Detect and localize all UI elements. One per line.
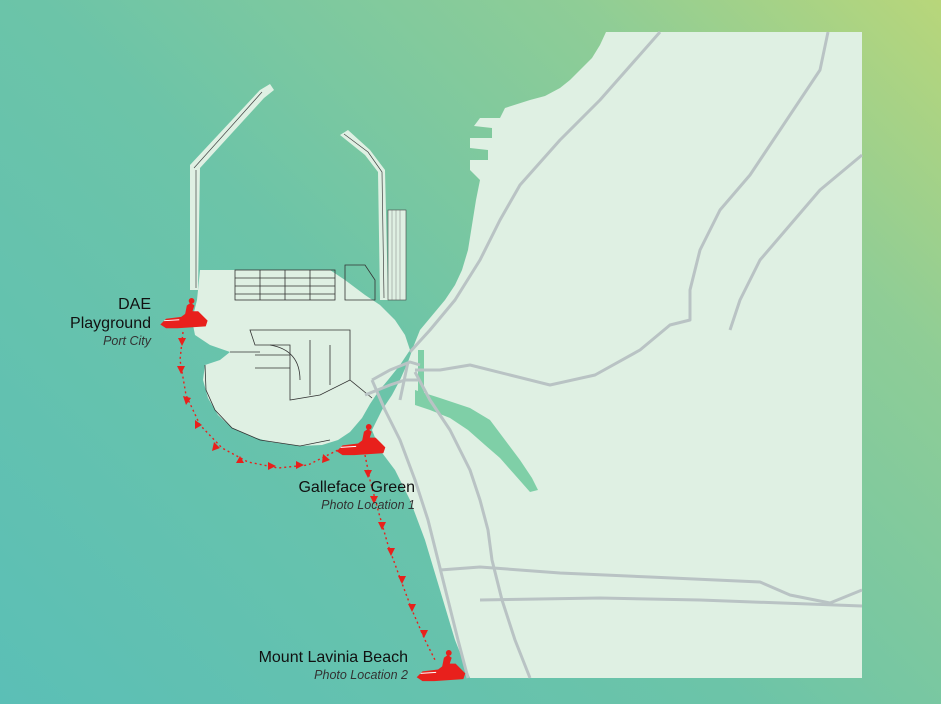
- location-name: DAE: [118, 296, 151, 313]
- route-arrow-icon: [387, 548, 395, 556]
- roads: [364, 31, 863, 679]
- location-name: Galleface Green: [298, 479, 415, 496]
- route-arrow-icon: [236, 456, 244, 463]
- route-arrow-icon: [178, 338, 186, 346]
- route-arrow-icon: [364, 470, 372, 478]
- route-arrows: [177, 338, 428, 638]
- location-subtitle: Photo Location 2: [314, 668, 408, 682]
- pier-inner: [340, 130, 388, 300]
- route-arrow-icon: [195, 420, 202, 429]
- route-arrow-icon: [408, 604, 416, 612]
- land-mainland: [372, 32, 862, 678]
- route-arrow-icon: [398, 576, 406, 584]
- location-label-mount-lavinia: Mount Lavinia Beach Photo Location 2: [168, 648, 408, 683]
- route-arrow-icon: [420, 630, 428, 638]
- container-terminal: [387, 209, 407, 301]
- jet-ski-icon[interactable]: [416, 650, 466, 682]
- route-arrow-icon: [370, 496, 378, 504]
- location-subtitle: Photo Location 1: [321, 498, 415, 512]
- location-label-galleface: Galleface Green Photo Location 1: [215, 478, 415, 513]
- route-arrow-icon: [268, 462, 276, 470]
- water-inlet: [415, 390, 538, 492]
- route-arrow-icon: [177, 366, 185, 374]
- location-name: Playground: [70, 315, 151, 332]
- route-line: [179, 331, 436, 661]
- land-port-city: [192, 270, 410, 446]
- breakwater-north: [190, 84, 274, 290]
- route-arrow-icon: [212, 442, 220, 451]
- route-arrow-icon: [322, 454, 330, 463]
- port-city-streets: [204, 264, 376, 447]
- location-label-dae: DAE Playground Port City: [11, 295, 151, 349]
- route-arrow-icon: [378, 522, 386, 530]
- route-arrow-icon: [296, 461, 304, 469]
- route-arrow-icon: [183, 396, 191, 405]
- location-name: Mount Lavinia Beach: [258, 649, 408, 666]
- location-subtitle: Port City: [103, 334, 151, 348]
